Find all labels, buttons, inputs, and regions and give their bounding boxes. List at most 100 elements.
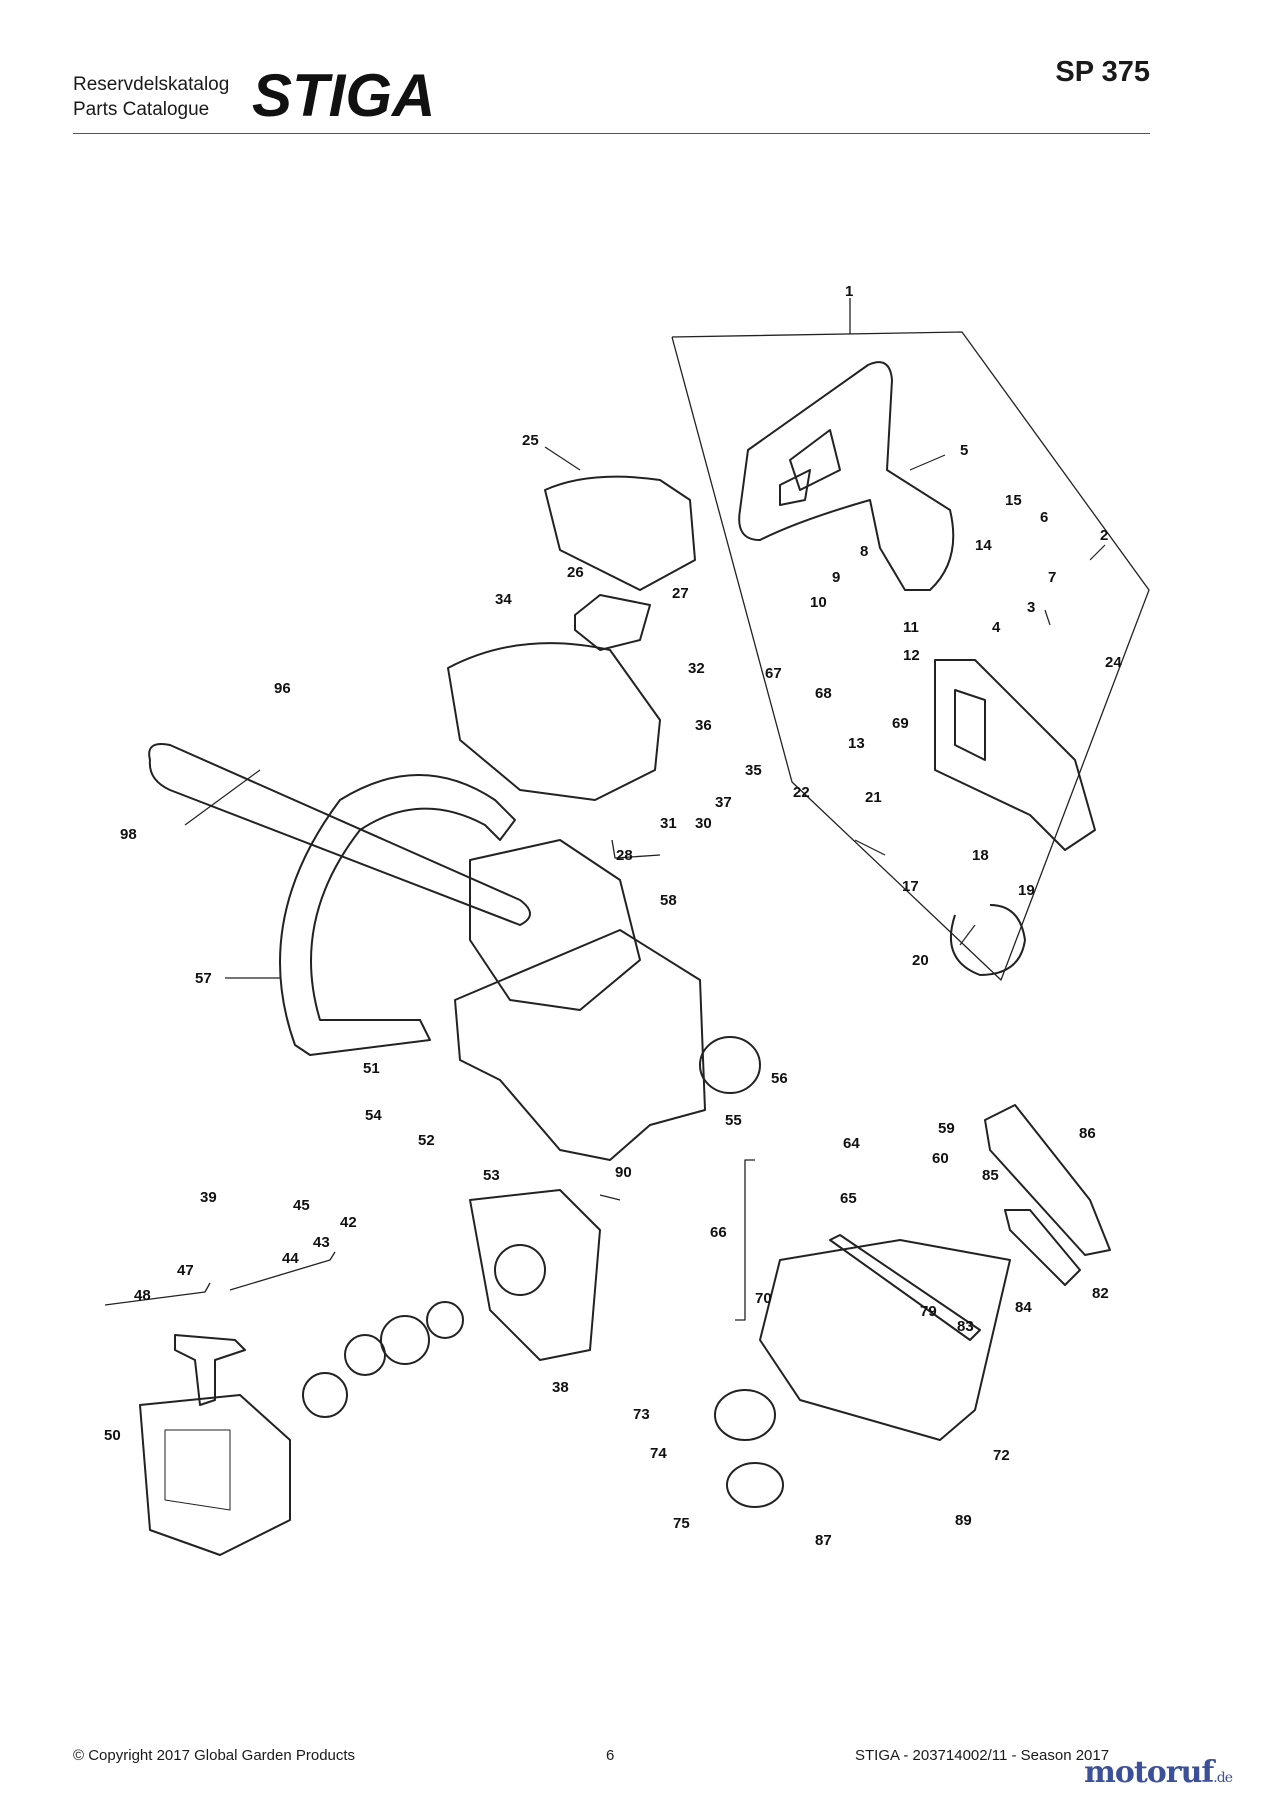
callout-label: 18 [972, 847, 989, 864]
callout-label: 15 [1005, 492, 1022, 509]
callout-label: 98 [120, 826, 137, 843]
callout-label: 59 [938, 1120, 955, 1137]
callout-label: 21 [865, 789, 882, 806]
callout-label: 2 [1100, 527, 1108, 544]
callout-label: 9 [832, 569, 840, 586]
stiga-logo: STIGA [252, 64, 435, 124]
callout-label: 44 [282, 1250, 299, 1267]
callout-label: 12 [903, 647, 920, 664]
callout-label: 90 [615, 1164, 632, 1181]
callout-label: 68 [815, 685, 832, 702]
header-rule [73, 133, 1150, 134]
callout-label: 36 [695, 717, 712, 734]
callout-label: 30 [695, 815, 712, 832]
watermark-logo: motoruf.de [1084, 1755, 1233, 1790]
callout-label: 66 [710, 1224, 727, 1241]
callout-label: 8 [860, 543, 868, 560]
callout-label: 96 [274, 680, 291, 697]
callout-label: 84 [1015, 1299, 1032, 1316]
callout-label: 67 [765, 665, 782, 682]
footer-doc-ref: STIGA - 203714002/11 - Season 2017 [855, 1747, 1110, 1764]
callout-label: 5 [960, 442, 968, 459]
part-crankcase [454, 929, 706, 1161]
leader-lines [184, 446, 1106, 979]
callout-label: 14 [975, 537, 992, 554]
callout-label: 43 [313, 1234, 330, 1251]
callout-label: 58 [660, 892, 677, 909]
callout-label: 4 [992, 619, 1001, 636]
callout-label: 20 [912, 952, 929, 969]
callout-label: 6 [1040, 509, 1048, 526]
callout-label: 69 [892, 715, 909, 732]
group-outline-1 [671, 331, 1150, 981]
callout-label: 10 [810, 594, 827, 611]
callout-label: 17 [902, 878, 919, 895]
callout-label: 37 [715, 794, 732, 811]
callout-label: 7 [1048, 569, 1056, 586]
callout-label: 26 [567, 564, 584, 581]
part-top-cover [544, 475, 696, 591]
callout-label: 31 [660, 815, 677, 832]
catalog-title-sv: Reservdelskatalog [73, 74, 230, 95]
svg-text:STIGA: STIGA [252, 64, 435, 124]
part-throttle-trigger [984, 1104, 1111, 1256]
callout-label: 32 [688, 660, 705, 677]
callout-label: 34 [495, 591, 512, 608]
callout-label: 79 [920, 1303, 937, 1320]
part-starter-housing [469, 1189, 601, 1361]
part-throttle-lock [1004, 1209, 1081, 1286]
page-header: Reservdelskatalog Parts Catalogue STIGA … [0, 0, 1272, 140]
callout-label: 75 [673, 1515, 690, 1532]
callout-label: 56 [771, 1070, 788, 1087]
callout-label: 39 [200, 1189, 217, 1206]
part-guide-bar [148, 743, 531, 926]
callout-label: 55 [725, 1112, 742, 1129]
callout-label: 51 [363, 1060, 380, 1077]
part-cylinder-cover [447, 642, 661, 801]
callout-label: 73 [633, 1406, 650, 1423]
part-starter-handle [174, 1334, 246, 1406]
callout-labels: 1 2 3 4 5 6 7 8 9 10 11 12 13 14 15 17 1… [104, 283, 1122, 1549]
callout-label: 54 [365, 1107, 382, 1124]
callout-label: 86 [1079, 1125, 1096, 1142]
callout-label: 47 [177, 1262, 194, 1279]
callout-label: 89 [955, 1512, 972, 1529]
callout-label: 82 [1092, 1285, 1109, 1302]
callout-label: 53 [483, 1167, 500, 1184]
callout-label: 1 [845, 283, 853, 300]
callout-label: 72 [993, 1447, 1010, 1464]
callout-label: 74 [650, 1445, 667, 1462]
callout-label: 38 [552, 1379, 569, 1396]
part-air-filter [574, 594, 651, 651]
callout-label: 50 [104, 1427, 121, 1444]
callout-label: 19 [1018, 882, 1035, 899]
part-chain-brake-lever [738, 361, 955, 591]
part-front-handle [279, 774, 516, 1056]
callout-label: 57 [195, 970, 212, 987]
callout-label: 3 [1027, 599, 1035, 616]
callout-label: 45 [293, 1197, 310, 1214]
callout-label: 11 [903, 619, 919, 636]
part-rear-handle [759, 1239, 1011, 1441]
callout-label: 70 [755, 1290, 772, 1307]
callout-label: 42 [340, 1214, 357, 1231]
callout-label: 13 [848, 735, 865, 752]
callout-label: 35 [745, 762, 762, 779]
catalog-title-en: Parts Catalogue [73, 99, 210, 120]
callout-label: 25 [522, 432, 539, 449]
part-fan-housing [139, 1394, 291, 1556]
part-side-cover [934, 659, 1096, 851]
callout-label: 27 [672, 585, 689, 602]
footer-copyright: © Copyright 2017 Global Garden Products [73, 1747, 356, 1764]
callout-label: 87 [815, 1532, 832, 1549]
callout-label: 24 [1105, 654, 1122, 671]
callout-label: 48 [134, 1287, 151, 1304]
model-number: SP 375 [1055, 56, 1150, 88]
callout-label: 64 [843, 1135, 860, 1152]
callout-label: 28 [616, 847, 633, 864]
callout-label: 85 [982, 1167, 999, 1184]
callout-label: 65 [840, 1190, 857, 1207]
part-brake-band [949, 904, 1026, 976]
callout-label: 83 [957, 1318, 974, 1335]
